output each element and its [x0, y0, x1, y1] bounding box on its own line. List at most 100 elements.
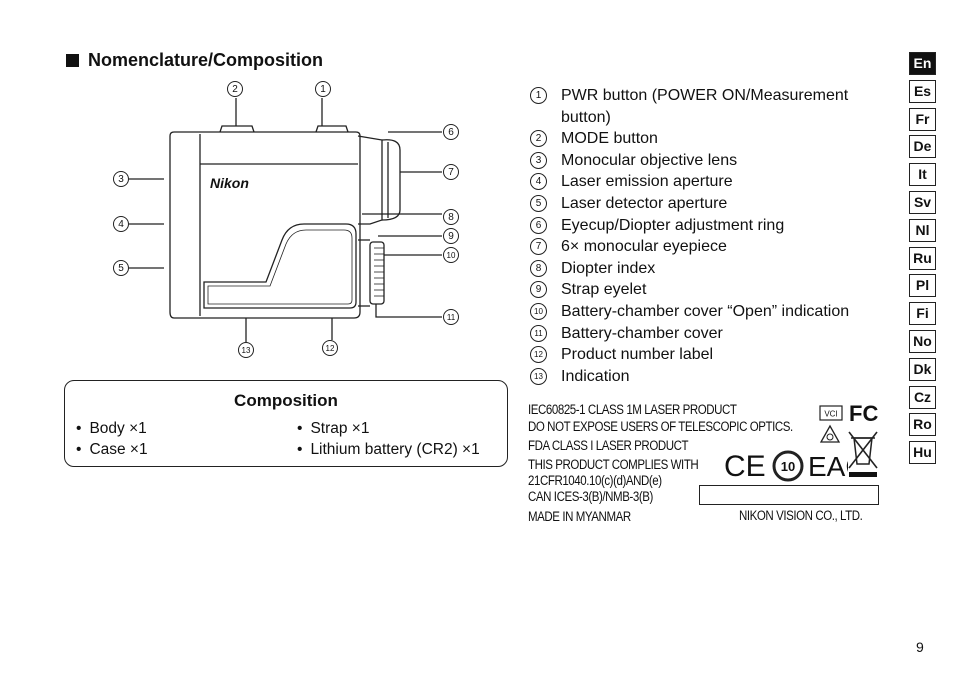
bullet-icon: • — [76, 441, 82, 458]
language-tab-de[interactable]: De — [909, 135, 936, 159]
label-line: FDA CLASS I LASER PRODUCT — [528, 438, 689, 453]
square-bullet-icon — [66, 54, 79, 67]
language-tab-hu[interactable]: Hu — [909, 441, 936, 465]
rohs-10-icon: 10 — [772, 450, 804, 482]
rangefinder-illustration: Nikon — [129, 98, 442, 342]
list-item: 10 Battery-chamber cover “Open” indicatio… — [530, 301, 890, 323]
label-line: DO NOT EXPOSE USERS OF TELESCOPIC OPTICS… — [528, 419, 793, 434]
part-label: Battery-chamber cover “Open” indication — [561, 302, 850, 320]
callout-3: 3 — [113, 171, 129, 187]
label-line: THIS PRODUCT COMPLIES WITH — [528, 457, 699, 472]
composition-box: Composition •Body ×1 •Strap ×1 •Case ×1 … — [64, 380, 508, 467]
callout-2: 2 — [227, 81, 243, 97]
composition-item-text: Body ×1 — [89, 420, 147, 437]
callout-5: 5 — [113, 260, 129, 276]
bullet-icon: • — [297, 420, 303, 437]
language-tab-it[interactable]: It — [909, 163, 936, 187]
label-line: MADE IN MYANMAR — [528, 509, 631, 524]
part-number: 3 — [530, 151, 547, 169]
language-tab-cz[interactable]: Cz — [909, 385, 936, 409]
serial-number-box — [699, 485, 879, 505]
language-tabs: En Es Fr De It Sv Nl Ru Pl Fi No Dk Cz R… — [909, 52, 936, 469]
svg-text:EAC: EAC — [808, 451, 848, 480]
device-diagram: Nikon 2 1 3 4 5 6 7 8 9 10 11 12 13 — [100, 74, 480, 366]
callout-7: 7 — [443, 164, 459, 180]
composition-item-text: Lithium battery (CR2) ×1 — [310, 441, 480, 458]
composition-item: • Body ×1 — [76, 420, 147, 438]
product-label: IEC60825-1 CLASS 1M LASER PRODUCT DO NOT… — [528, 402, 884, 527]
part-number: 4 — [530, 173, 547, 191]
svg-text:CE: CE — [724, 450, 766, 480]
label-line: CAN ICES-3(B)/NMB-3(B) — [528, 489, 653, 504]
list-item: 11 Battery-chamber cover — [530, 323, 890, 345]
language-tab-no[interactable]: No — [909, 329, 936, 353]
part-label: Laser detector aperture — [561, 194, 728, 212]
bullet-icon: • — [76, 420, 82, 437]
language-tab-ru[interactable]: Ru — [909, 246, 936, 270]
nikon-logo: Nikon — [210, 175, 249, 191]
part-label: Eyecup/Diopter adjustment ring — [561, 216, 785, 234]
language-tab-es[interactable]: Es — [909, 79, 936, 103]
svg-text:VCI: VCI — [824, 410, 837, 419]
part-label: Monocular objective lens — [561, 151, 738, 169]
language-tab-fi[interactable]: Fi — [909, 302, 936, 326]
language-tab-sv[interactable]: Sv — [909, 190, 936, 214]
language-tab-ro[interactable]: Ro — [909, 413, 936, 437]
list-item: 4 Laser emission aperture — [530, 171, 890, 193]
callout-13: 13 — [238, 342, 254, 358]
callout-11: 11 — [443, 309, 459, 325]
list-item: 8 Diopter index — [530, 258, 890, 280]
language-tab-dk[interactable]: Dk — [909, 357, 936, 381]
part-number: 5 — [530, 194, 547, 212]
composition-item-text: Strap ×1 — [310, 420, 370, 437]
part-number: 10 — [530, 302, 547, 320]
callout-12: 12 — [322, 340, 338, 356]
label-line: IEC60825-1 CLASS 1M LASER PRODUCT — [528, 402, 737, 417]
part-label: Indication — [561, 367, 630, 385]
callout-4: 4 — [113, 216, 129, 232]
part-number: 1 — [530, 87, 547, 104]
triangle-mark-icon — [819, 424, 841, 443]
list-item: 5 Laser detector aperture — [530, 193, 890, 215]
manufacturer: NIKON VISION CO., LTD. — [739, 508, 863, 523]
label-line: 21CFR1040.10(c)(d)AND(e) — [528, 473, 662, 488]
callout-1: 1 — [315, 81, 331, 97]
part-label: Battery-chamber cover — [561, 324, 723, 342]
fcc-icon: FC — [849, 402, 878, 424]
part-number: 13 — [530, 367, 547, 385]
section-title-text: Nomenclature/Composition — [88, 50, 324, 70]
language-tab-nl[interactable]: Nl — [909, 218, 936, 242]
composition-item: • Case ×1 — [76, 441, 148, 459]
part-number: 8 — [530, 259, 547, 277]
part-label: Strap eyelet — [561, 281, 647, 299]
language-tab-en[interactable]: En — [909, 52, 936, 75]
composition-item-text: Case ×1 — [89, 441, 148, 458]
part-number: 11 — [530, 324, 547, 342]
composition-item: •Lithium battery (CR2) ×1 — [297, 441, 480, 459]
part-label: MODE button — [561, 130, 658, 148]
part-number: 6 — [530, 216, 547, 234]
language-tab-fr[interactable]: Fr — [909, 107, 936, 131]
callout-6: 6 — [443, 124, 459, 140]
composition-item: • Strap ×1 — [297, 420, 369, 438]
callout-8: 8 — [443, 209, 459, 225]
part-label: Diopter index — [561, 259, 656, 277]
svg-text:10: 10 — [781, 459, 795, 474]
vcci-icon: VCI — [819, 405, 843, 421]
list-item: 13 Indication — [530, 366, 890, 388]
list-item: 3 Monocular objective lens — [530, 150, 890, 172]
language-tab-pl[interactable]: Pl — [909, 274, 936, 298]
callout-9: 9 — [443, 228, 459, 244]
part-label: Product number label — [561, 346, 714, 364]
part-number: 9 — [530, 281, 547, 299]
part-number: 7 — [530, 238, 547, 256]
list-item: 6 Eyecup/Diopter adjustment ring — [530, 215, 890, 237]
section-title: Nomenclature/Composition — [66, 50, 323, 71]
part-number: 12 — [530, 346, 547, 364]
part-label: Laser emission aperture — [561, 173, 733, 191]
svg-text:FC: FC — [849, 402, 878, 424]
